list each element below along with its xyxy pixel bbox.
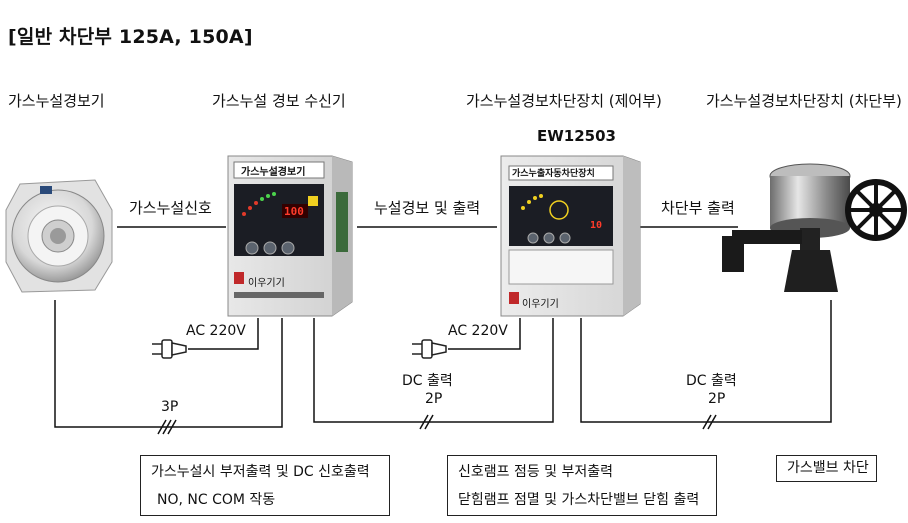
alarm-output-label: 누설경보 및 출력 xyxy=(371,197,484,218)
controller-panel-title: 가스누출자동차단장치 xyxy=(512,169,595,179)
receiver-plug-icon xyxy=(152,339,187,359)
shutoff-output-label: 차단부 출력 xyxy=(658,197,738,218)
leak-signal-label: 가스누설신호 xyxy=(126,197,215,218)
controller-note-box: 신호램프 점등 및 부저출력 닫힘램프 점멸 및 가스차단밸브 닫힘 출력 xyxy=(447,455,717,516)
controller-ac-lead xyxy=(448,318,521,350)
receiver-ac-lead xyxy=(188,318,259,350)
gas-shutoff-controller-icon xyxy=(500,155,641,317)
receiver-note-line-2: NO, NC COM 작동 xyxy=(157,492,276,508)
valve-note-box: 가스밸브 차단 xyxy=(776,455,877,482)
controller-brand: 이우기기 xyxy=(522,299,559,310)
hash-mark-2p-b xyxy=(702,414,717,430)
shutoff-label: 가스누설경보차단장치 (차단부) xyxy=(706,92,902,110)
controller-label: 가스누설경보차단장치 (제어부) xyxy=(466,92,662,110)
hash-mark-2p-a xyxy=(419,414,434,430)
detector-3p-line xyxy=(54,300,283,428)
receiver-note-line-1: 가스누설시 부저출력 및 DC 신호출력 xyxy=(151,464,370,480)
detector-label: 가스누설경보기 xyxy=(8,92,105,110)
receiver-display: 100 xyxy=(284,205,304,218)
controller-model: EW12503 xyxy=(537,127,616,145)
valve-note-text: 가스밸브 차단 xyxy=(787,460,869,476)
gas-leak-receiver-icon xyxy=(227,155,353,317)
page-title: [일반 차단부 125A, 150A] xyxy=(8,26,253,48)
controller-display: 10 xyxy=(590,220,603,231)
receiver-wire-count: 2P xyxy=(425,391,443,407)
receiver-brand: 이우기기 xyxy=(248,278,285,289)
controller-note-line-1: 신호램프 점등 및 부저출력 xyxy=(458,464,614,480)
receiver-line-type: DC 출력 xyxy=(402,373,453,389)
controller-note-line-2: 닫힘램프 점멸 및 가스차단밸브 닫힘 출력 xyxy=(458,492,700,508)
controller-plug-icon xyxy=(412,339,447,359)
receiver-ac-label: AC 220V xyxy=(186,323,246,339)
receiver-2p-line xyxy=(313,318,554,423)
receiver-panel-title: 가스누설경보기 xyxy=(241,167,306,178)
gas-detector-icon xyxy=(5,179,113,293)
controller-2p-line xyxy=(580,300,832,423)
hash-mark-3p xyxy=(157,419,177,435)
receiver-note-box: 가스누설시 부저출력 및 DC 신호출력 NO, NC COM 작동 xyxy=(140,455,390,516)
controller-ac-label: AC 220V xyxy=(448,323,508,339)
shutoff-valve-actuator-icon xyxy=(722,163,907,292)
controller-wire-count: 2P xyxy=(708,391,726,407)
controller-line-type: DC 출력 xyxy=(686,373,737,389)
receiver-label: 가스누설 경보 수신기 xyxy=(212,92,346,110)
detector-wire-count: 3P xyxy=(161,399,179,415)
